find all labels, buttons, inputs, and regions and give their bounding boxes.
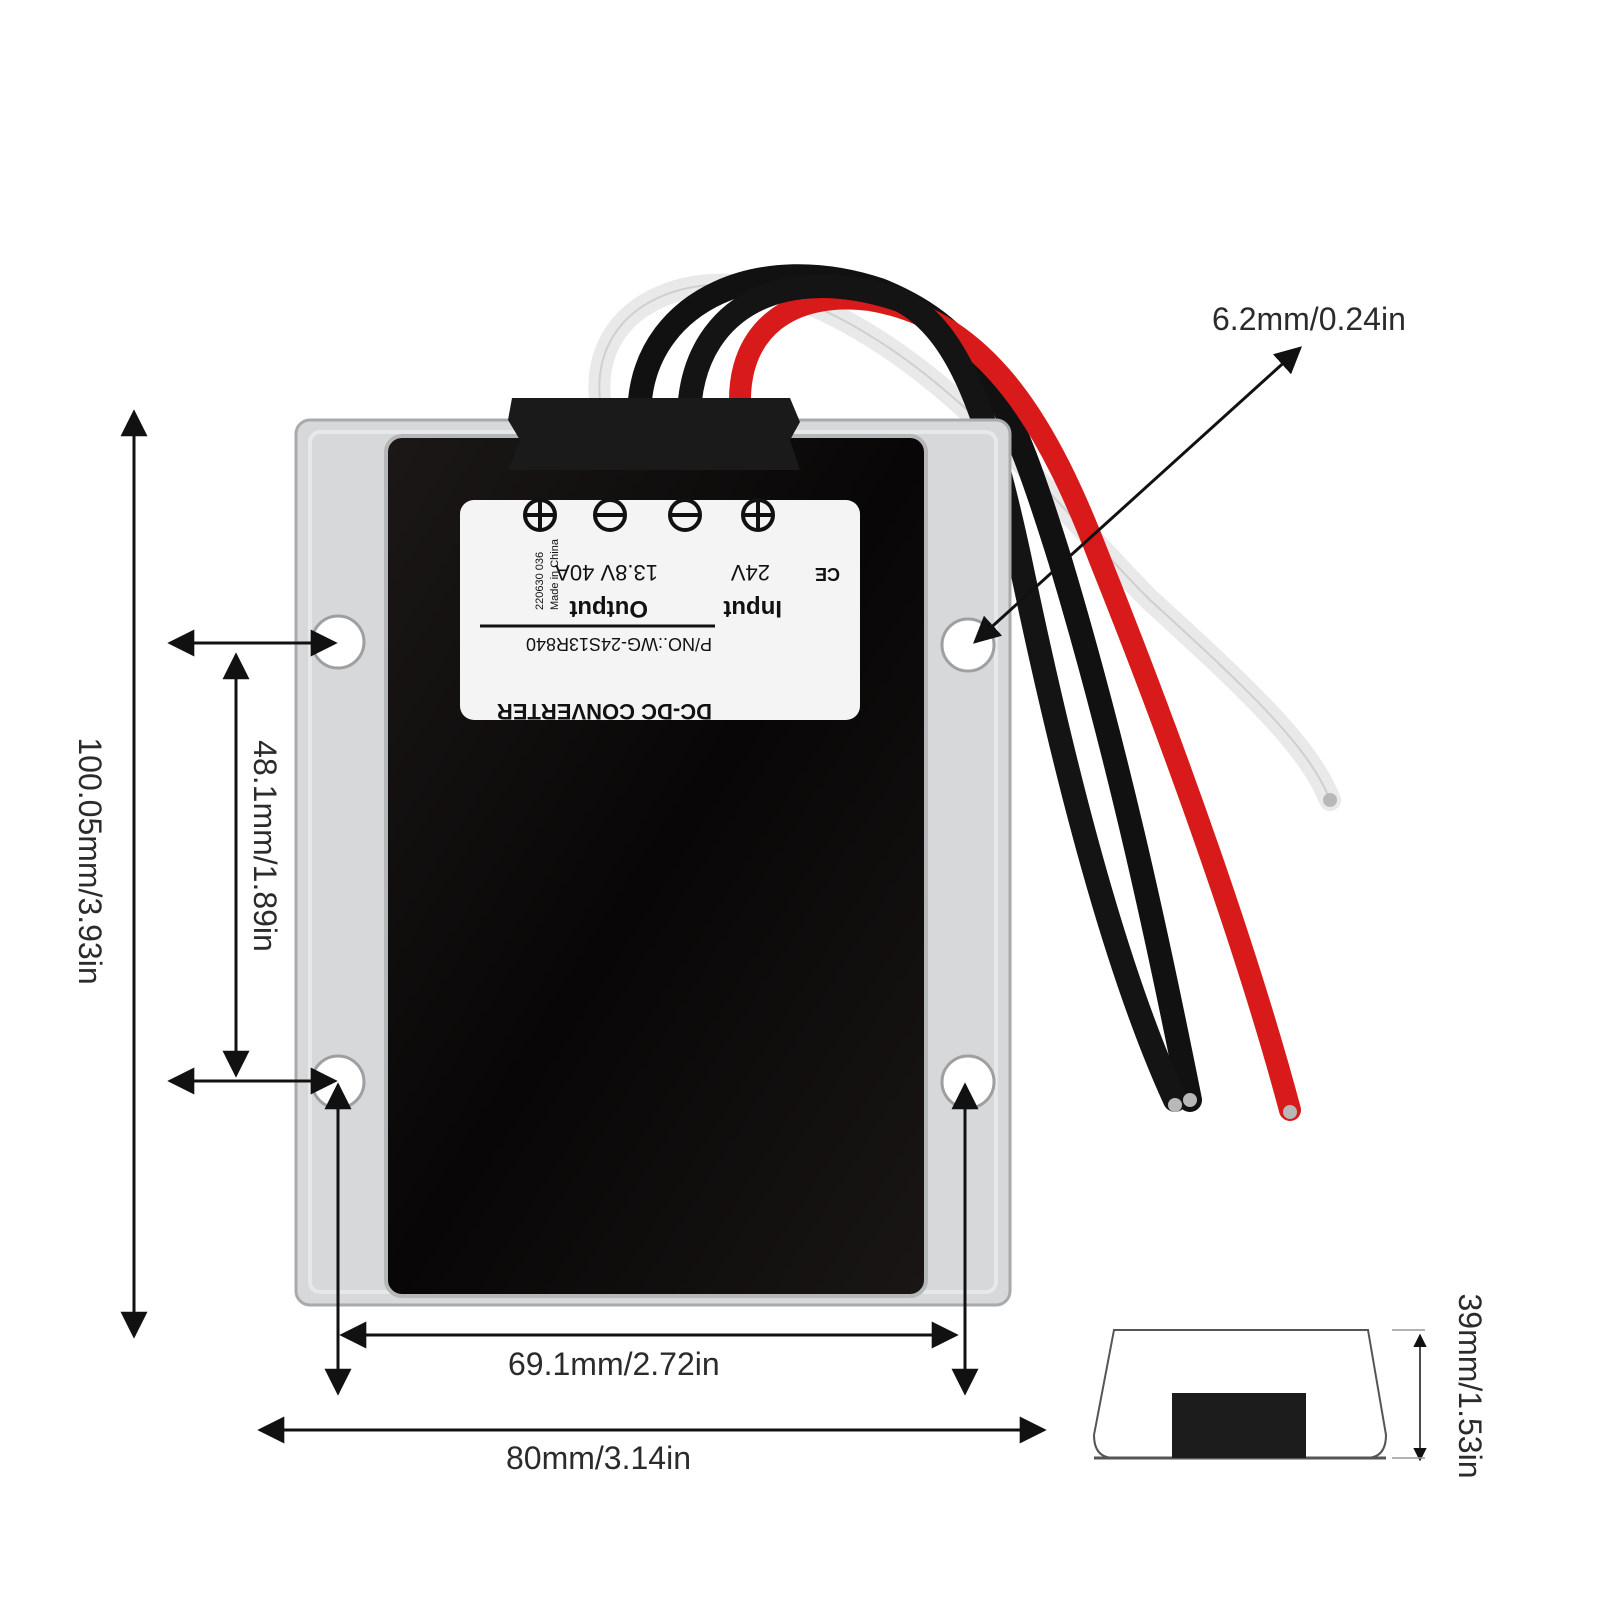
hole-spacing-horizontal-label: 69.1mm/2.72in (508, 1346, 720, 1382)
mounting-hole (940, 617, 996, 673)
wire-tip (1168, 1098, 1182, 1112)
total-width-label: 80mm/3.14in (506, 1440, 691, 1476)
wire-tip (1183, 1093, 1197, 1107)
mounting-hole (940, 1054, 996, 1110)
label-output-title: Output (569, 595, 648, 622)
label-input-title: Input (723, 595, 782, 622)
label-origin: Made in China (549, 539, 561, 610)
ce-mark: CE (814, 564, 840, 584)
side-view (1092, 1329, 1425, 1460)
label-batch: 220630 036 (534, 551, 546, 610)
label-title: DC-DC CONVERTER (496, 699, 712, 724)
label-part-number: P/NO.:WG-24S13R840 (525, 634, 712, 654)
hole-spacing-vertical-label: 48.1mm/1.89in (247, 740, 283, 952)
label-input-value: 24V (730, 560, 770, 585)
wire-tip (1323, 793, 1337, 807)
cable-diameter-label: 6.2mm/0.24in (1212, 301, 1406, 337)
total-length-label: 100.05mm/3.93in (72, 737, 108, 985)
product-label (460, 500, 860, 720)
dimension-arrows (120, 346, 1427, 1462)
side-view-gland (1172, 1393, 1306, 1458)
arrow-cable-diameter (972, 346, 1303, 644)
polarity-symbols (523, 498, 775, 532)
height-label: 39mm/1.53in (1452, 1293, 1488, 1479)
label-output-value: 13.8V 40A (555, 560, 658, 585)
cable-gland (508, 398, 800, 470)
wire-tip (1283, 1105, 1297, 1119)
label-text: DC-DC CONVERTER P/NO.:WG-24S13R840 Input… (470, 510, 880, 735)
